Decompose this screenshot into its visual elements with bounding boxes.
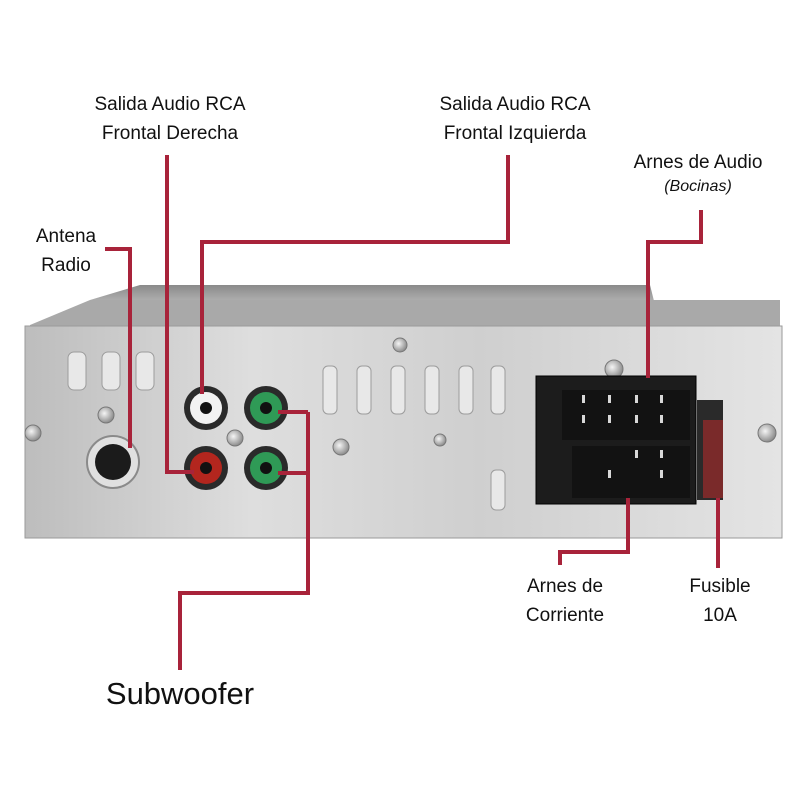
label-fuse-line1: Fusible — [689, 576, 751, 597]
label-rca-front-left-line2: Frontal Izquierda — [443, 123, 587, 144]
label-audio-harness-line1: Arnes de Audio — [633, 152, 763, 173]
label-rca-front-right-line1: Salida Audio RCA — [94, 94, 246, 115]
chassis-top — [30, 285, 780, 330]
label-subwoofer: Subwoofer — [105, 676, 255, 711]
leader-line-rca-right — [165, 155, 194, 474]
label-rca-front-left: Salida Audio RCA Frontal Izquierda — [395, 90, 635, 148]
leader-line-subwoofer — [178, 412, 310, 670]
antenna-jack[interactable] — [86, 435, 140, 489]
label-antenna-line1: Antena — [35, 226, 97, 247]
leader-line-audio-harness — [646, 210, 703, 378]
rca-jack-subwoofer-green-bottom[interactable] — [244, 446, 288, 490]
leader-line-power-harness — [558, 498, 630, 565]
label-antenna: Antena Radio — [18, 222, 114, 280]
label-rca-front-left-line1: Salida Audio RCA — [439, 94, 591, 115]
label-audio-harness: Arnes de Audio (Bocinas) — [598, 148, 798, 197]
label-antenna-line2: Radio — [41, 255, 91, 276]
vent-slots-middle — [322, 365, 506, 511]
fuse-10a[interactable] — [697, 400, 723, 500]
leader-line-antenna — [105, 247, 132, 448]
iso-connector[interactable] — [535, 375, 697, 505]
label-power-harness: Arnes de Corriente — [500, 572, 630, 630]
label-power-harness-line2: Corriente — [525, 605, 605, 626]
label-fuse-line2: 10A — [703, 605, 737, 626]
label-audio-harness-line2: (Bocinas) — [664, 178, 732, 195]
rca-jack-subwoofer-green-top[interactable] — [244, 386, 288, 430]
rca-jack-front-right-white[interactable] — [184, 386, 228, 430]
label-rca-front-right-line2: Frontal Derecha — [101, 123, 239, 144]
label-power-harness-line1: Arnes de — [526, 576, 604, 597]
label-rca-front-right: Salida Audio RCA Frontal Derecha — [50, 90, 290, 148]
rca-jack-front-left-red[interactable] — [184, 446, 228, 490]
screws — [24, 337, 777, 456]
leader-line-rca-left — [200, 155, 510, 394]
vent-slots-left — [67, 351, 155, 391]
leader-lines — [105, 155, 720, 670]
label-fuse: Fusible 10A — [675, 572, 765, 630]
